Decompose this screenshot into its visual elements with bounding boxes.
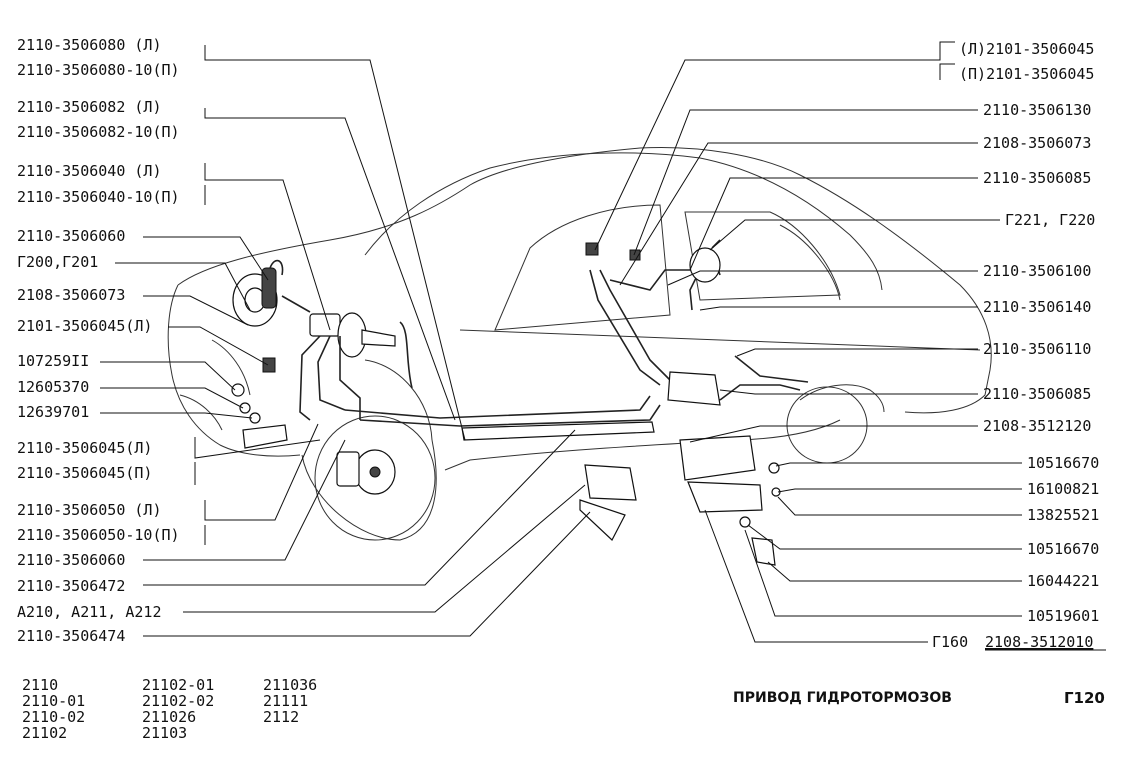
right-label: Г160 <box>932 633 968 651</box>
rear-right-brake <box>689 239 721 283</box>
left-label: 2110-3506082-10(П) <box>17 123 180 141</box>
footer: 2110 2110-01 2110-02 21102 21102-01 2110… <box>22 676 1105 742</box>
left-label: 2108-3506073 <box>17 286 125 304</box>
right-label: 10516670 <box>1027 454 1099 472</box>
bracket <box>242 424 288 449</box>
left-label: 2110-3506045(Л) <box>17 439 152 457</box>
left-label: 107259II <box>17 352 89 370</box>
right-callouts: (Л)2101-3506045 (П)2101-3506045 2110-350… <box>932 40 1106 651</box>
right-label: 2110-3506130 <box>983 101 1091 119</box>
model-code: 2110-01 <box>22 692 85 710</box>
right-label: 10516670 <box>1027 540 1099 558</box>
master-cylinder-booster <box>309 312 413 389</box>
brake-components <box>231 239 809 566</box>
right-label-underlined: 2108-3512010 <box>985 633 1093 651</box>
right-label: 2110-3506100 <box>983 262 1091 280</box>
model-code: 21102 <box>22 724 67 742</box>
left-label: 2101-3506045(Л) <box>17 317 152 335</box>
model-code: 2110-02 <box>22 708 85 726</box>
right-label: 2110-3506140 <box>983 298 1091 316</box>
right-label: Г221, Г220 <box>1005 211 1095 229</box>
model-code: 211026 <box>142 708 196 726</box>
model-code: 21102-02 <box>142 692 214 710</box>
right-label: 16044221 <box>1027 572 1099 590</box>
left-label: 2110-3506474 <box>17 627 125 645</box>
left-label: Г200,Г201 <box>17 253 98 271</box>
left-label: 2110-3506050-10(П) <box>17 526 180 544</box>
left-label: 2110-3506040 (Л) <box>17 162 162 180</box>
left-label: 2110-3506050 (Л) <box>17 501 162 519</box>
leader-lines <box>100 41 1022 643</box>
bracket-rear <box>667 371 721 406</box>
right-label: 2110-3506110 <box>983 340 1091 358</box>
front-left-brake <box>232 259 284 327</box>
left-label: 2110-3506080-10(П) <box>17 61 180 79</box>
left-callouts: 2110-3506080 (Л) 2110-3506080-10(П) 2110… <box>17 36 180 645</box>
right-label: 2108-3512120 <box>983 417 1091 435</box>
right-label: 2110-3506085 <box>983 385 1091 403</box>
left-label: 12605370 <box>17 378 89 396</box>
left-label: 2110-3506060 <box>17 551 125 569</box>
model-code: 211036 <box>263 676 317 694</box>
pressure-regulator <box>579 435 781 566</box>
left-label: 12639701 <box>17 403 89 421</box>
left-label: 2110-3506045(П) <box>17 464 152 482</box>
bolt <box>231 383 245 397</box>
right-label: (Л)2101-3506045 <box>959 40 1094 58</box>
right-label: 13825521 <box>1027 506 1099 524</box>
tee-fitting <box>262 357 276 373</box>
fitting-clip <box>585 242 599 256</box>
nut <box>239 402 251 414</box>
model-code: 2110 <box>22 676 58 694</box>
left-label: 2110-3506082 (Л) <box>17 98 162 116</box>
right-label: 10519601 <box>1027 607 1099 625</box>
model-code: 21103 <box>142 724 187 742</box>
right-label: (П)2101-3506045 <box>959 65 1094 83</box>
model-code: 2112 <box>263 708 299 726</box>
left-label: 2110-3506040-10(П) <box>17 188 180 206</box>
page-number: Г120 <box>1064 689 1105 707</box>
left-label: 2110-3506472 <box>17 577 125 595</box>
page-title: ПРИВОД ГИДРОТОРМОЗОВ <box>733 690 952 706</box>
pipe-guard <box>461 421 655 441</box>
model-code: 21111 <box>263 692 308 710</box>
left-label: А210, А211, А212 <box>17 603 162 621</box>
left-label: 2110-3506080 (Л) <box>17 36 162 54</box>
right-label: 16100821 <box>1027 480 1099 498</box>
left-label: 2110-3506060 <box>17 227 125 245</box>
front-right-brake <box>336 449 396 495</box>
model-code: 21102-01 <box>142 676 214 694</box>
right-label: 2108-3506073 <box>983 134 1091 152</box>
right-label: 2110-3506085 <box>983 169 1091 187</box>
